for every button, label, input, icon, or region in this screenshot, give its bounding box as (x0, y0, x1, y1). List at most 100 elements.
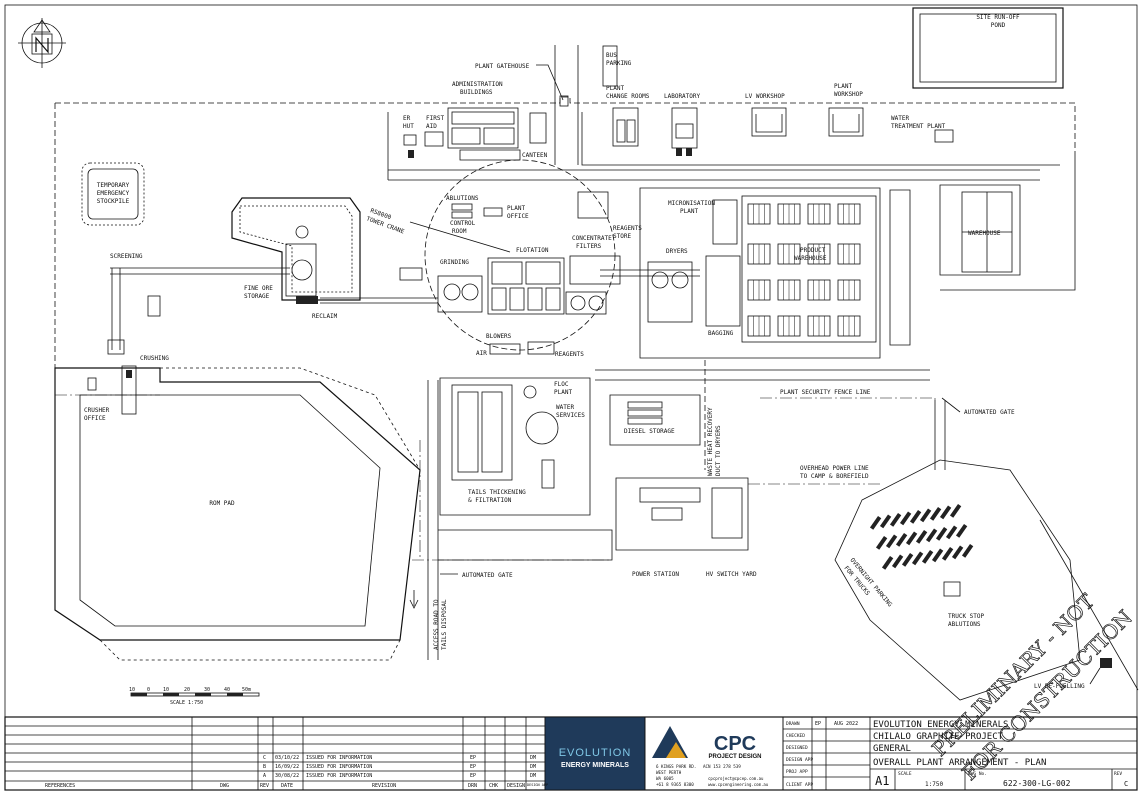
rom-pad-label: ROM PAD (209, 500, 235, 507)
floc-label-2: PLANT (554, 389, 572, 396)
concentrate-filter-tanks (565, 291, 607, 315)
truck-bay (929, 507, 942, 521)
waste-heat-label: WASTE HEAT RECOVERY (707, 407, 714, 476)
crusher-unit (126, 370, 132, 378)
admin-label-1: ADMINISTRATION (452, 81, 503, 88)
power-station-building (639, 487, 701, 503)
rev-row-a-drn: EP (470, 773, 476, 779)
rev-row-c-date: 03/10/22 (275, 755, 299, 761)
consultant-logo-sub: PROJECT DESIGN (708, 754, 761, 760)
plant-workshop-label-2: WORKSHOP (834, 91, 863, 98)
canteen-label: CANTEEN (522, 152, 548, 159)
diesel-tank-a (627, 401, 663, 409)
fine-ore-label-2: STORAGE (244, 293, 270, 300)
first-aid-building (424, 131, 444, 147)
scale-tick-3: 20 (184, 687, 190, 693)
tails-area (439, 377, 591, 516)
access-road-label-1: ACCESS ROAD TO (433, 599, 440, 650)
diesel-storage-area (609, 394, 701, 446)
reagents-building (527, 341, 555, 355)
north-arrow-icon (18, 18, 66, 68)
truck-stop-label-2: ABLUTIONS (948, 621, 981, 628)
stockpile-label-2: EMERGENCY (97, 190, 130, 197)
client-logo-box (544, 716, 646, 791)
truck-bay (935, 526, 948, 541)
crusher-office-label-1: CRUSHER (84, 407, 110, 414)
plant-workshop-label-1: PLANT (834, 83, 852, 90)
consultant-logo-name: CPC (714, 733, 756, 755)
product-warehouse-building (741, 195, 877, 343)
grinding-label: GRINDING (440, 259, 469, 266)
gatehouse-building (559, 95, 569, 107)
truck-bay (905, 531, 918, 546)
reagents-store-building (577, 191, 609, 219)
crusher-office-building (87, 377, 97, 391)
truck-bay (951, 545, 964, 560)
water-treatment-tank (934, 129, 954, 143)
er-hut-label-1: ER (403, 115, 411, 122)
laboratory-label: LABORATORY (664, 93, 701, 100)
tails-label-1: TAILS THICKENING (468, 489, 526, 496)
reagents-store-label-1: REAGENTS (613, 225, 642, 232)
client-logo-line-1: EVOLUTION (559, 747, 632, 759)
tb-header-rev: REV (260, 783, 269, 789)
truck-bay (915, 530, 928, 544)
hv-switch-yard-building (711, 487, 743, 539)
scale-tick-4: 30 (204, 687, 210, 693)
micronisation-building (712, 199, 738, 245)
water-treatment-label-2: TREATMENT PLANT (891, 123, 946, 130)
consultant-abn: ACN 153 278 539 (703, 764, 741, 769)
automated-gate-label-south: AUTOMATED GATE (462, 572, 513, 579)
scale-value: 1:750 (925, 781, 943, 788)
drawing-titles: EVOLUTION ENERGY MINERALS CHILALO GRAPHI… (873, 720, 1128, 788)
plant-workshop-building (828, 107, 864, 137)
consultant-address-1: 6 KINGS PARK RD. (656, 764, 696, 769)
screening-building (147, 295, 161, 317)
rev-row-a-app: DM (530, 773, 536, 779)
plant-office-building (483, 207, 503, 217)
truck-bay (879, 514, 892, 529)
plant-workshop-inner (832, 114, 860, 133)
rev-row-a-date: 30/08/22 (275, 773, 299, 779)
truck-stop-label-1: TRUCK STOP (948, 613, 985, 620)
pond-label-1: SITE RUN-OFF (976, 14, 1020, 21)
pond-label-2: POND (991, 22, 1006, 29)
bus-parking-bay (602, 45, 618, 87)
dryers-label: DRYERS (666, 248, 688, 255)
truck-parking-bays (869, 503, 974, 570)
power-station-road (438, 529, 613, 561)
scale-tick-1: 0 (147, 687, 150, 693)
grinding-building (437, 275, 483, 313)
rev-row-b-date: 16/09/22 (275, 764, 299, 770)
hv-switch-yard-label: HV SWITCH YARD (706, 571, 757, 578)
rom-pad-outer (54, 367, 421, 641)
truck-stop-ablutions-building (943, 581, 961, 597)
rev-row-c-drn: EP (470, 755, 476, 761)
tb-header-references: REFERENCES (45, 783, 75, 789)
gatehouse-leader (536, 64, 564, 101)
warehouse-pad (939, 184, 1021, 276)
tb-header-design: DESIGN (507, 783, 525, 789)
reclaim-feeder (296, 296, 318, 304)
scale-label: SCALE (898, 771, 912, 777)
change-rooms-inner-a (616, 119, 626, 143)
stockpile-label-1: TEMPORARY (97, 182, 130, 189)
truck-bay (931, 548, 944, 563)
sign-row-drawn: DRAWN (786, 721, 800, 727)
blowers-label: BLOWERS (486, 333, 512, 340)
crusher-office-label-2: OFFICE (84, 415, 106, 422)
security-fence-line (55, 394, 936, 561)
power-station-aux (651, 507, 683, 521)
title-block: EVOLUTION ENERGY MINERALS CPC PROJECT DE… (4, 716, 1138, 791)
change-rooms-building (612, 107, 639, 147)
fence-label: PLANT SECURITY FENCE LINE (780, 389, 871, 396)
tails-thickener-b (481, 391, 503, 473)
truck-bay (955, 524, 968, 538)
admin-building-c (451, 111, 515, 125)
scale-caption: SCALE 1:750 (170, 700, 203, 706)
truck-bay (911, 551, 924, 566)
dwg-no: 622-300-LG-002 (1003, 779, 1071, 788)
tails-building (451, 384, 513, 481)
rom-pad-bund (99, 367, 421, 661)
air-label: AIR (476, 350, 487, 357)
